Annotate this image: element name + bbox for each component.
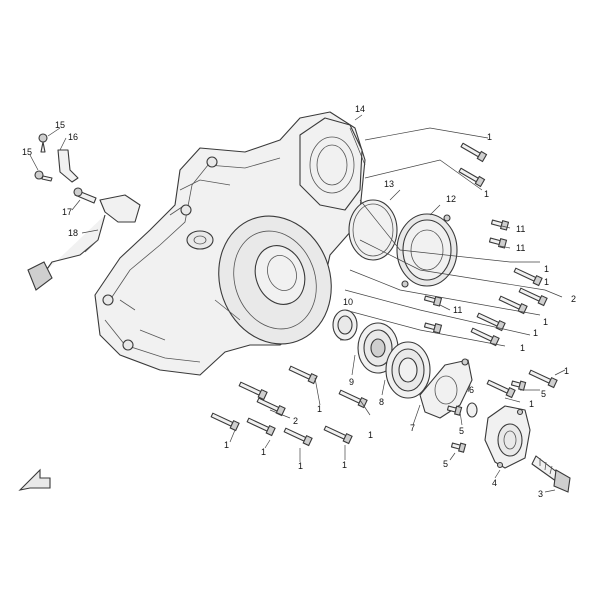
bolt-part-17 <box>73 187 97 204</box>
bearing-part-8 <box>385 341 431 399</box>
crankcase-cover <box>94 111 366 376</box>
plate-part-7 <box>419 358 473 419</box>
bracket-part-16 <box>57 149 79 183</box>
callout-1: 1 <box>529 399 534 409</box>
sensor-part-18 <box>27 194 141 291</box>
callout-18: 18 <box>68 228 78 238</box>
oil-seal-part-10 <box>332 309 358 341</box>
callout-1: 1 <box>317 404 322 414</box>
callout-1: 1 <box>368 430 373 440</box>
callout-13: 13 <box>384 179 394 189</box>
callout-11: 11 <box>516 224 525 234</box>
callout-1: 1 <box>342 460 347 470</box>
bolt-set-part-1 <box>210 142 558 453</box>
callout-3: 3 <box>538 489 543 499</box>
callout-14: 14 <box>355 104 365 114</box>
callout-2: 2 <box>293 416 298 426</box>
callout-17: 17 <box>62 207 72 217</box>
callout-1: 1 <box>487 132 492 142</box>
callout-15: 15 <box>22 147 32 157</box>
bolt-part-15 <box>34 133 53 182</box>
cover-cap-part-12 <box>396 213 458 288</box>
callout-11: 11 <box>453 305 462 315</box>
callout-11: 11 <box>516 243 525 253</box>
callout-1: 1 <box>261 447 266 457</box>
o-ring-part-6 <box>466 402 478 418</box>
callout-1: 1 <box>544 277 549 287</box>
clutch-cover-part-14 <box>299 117 363 211</box>
callout-16: 16 <box>68 132 78 142</box>
callout-5: 5 <box>541 389 546 399</box>
callout-10: 10 <box>343 297 353 307</box>
bolt-part-3 <box>531 455 571 493</box>
callout-6: 6 <box>469 385 474 395</box>
callout-7: 7 <box>410 423 415 433</box>
callout-5: 5 <box>443 459 448 469</box>
callout-12: 12 <box>446 194 456 204</box>
callout-1: 1 <box>533 328 538 338</box>
callout-1: 1 <box>298 461 303 471</box>
callout-1: 1 <box>520 343 525 353</box>
callout-1: 1 <box>564 366 569 376</box>
callout-labels: 14 1 1 13 12 11 11 1 2 1 1 11 10 1 1 1 5… <box>22 104 576 499</box>
callout-5: 5 <box>459 426 464 436</box>
housing-part-4 <box>484 405 531 469</box>
front-arrow-icon <box>18 468 51 491</box>
callout-1: 1 <box>544 264 549 274</box>
callout-9: 9 <box>349 377 354 387</box>
callout-4: 4 <box>492 478 497 488</box>
callout-2: 2 <box>571 294 576 304</box>
callout-1: 1 <box>543 317 548 327</box>
o-ring-part-13 <box>348 199 398 261</box>
callout-1: 1 <box>224 440 229 450</box>
callout-8: 8 <box>379 397 384 407</box>
callout-15: 15 <box>55 120 65 130</box>
leader-lines <box>29 114 566 493</box>
callout-1: 1 <box>484 189 489 199</box>
